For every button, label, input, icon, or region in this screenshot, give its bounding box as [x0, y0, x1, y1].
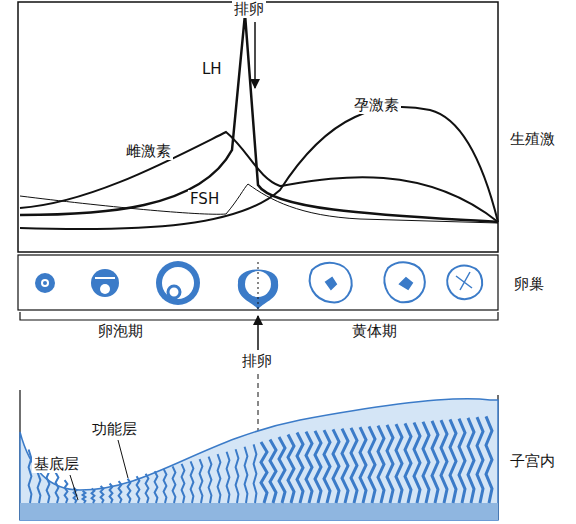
gland-stroke: [315, 431, 321, 503]
ovary-strip: [18, 255, 498, 310]
gland-stroke: [83, 491, 86, 503]
gland-stroke: [155, 471, 158, 503]
ovulation-label: 排卵: [232, 0, 266, 18]
gland-stroke: [261, 442, 267, 503]
hormone-label: 孕激素: [352, 96, 401, 114]
lh-curve: [20, 14, 498, 222]
estrogen-curve: [20, 132, 498, 222]
ovary-dotted-line: [258, 262, 259, 310]
gland-stroke: [270, 439, 276, 503]
row-label: 卵巢: [512, 275, 546, 293]
progesterone-curve: [20, 107, 498, 229]
ovulation-arrow: [254, 22, 256, 88]
gland-stroke: [191, 461, 194, 503]
gland-stroke: [423, 422, 429, 503]
ovulation-up-arrow: [257, 316, 259, 350]
basal-layer: [20, 503, 498, 520]
follicles: [35, 261, 278, 310]
gland-stroke: [297, 432, 303, 503]
gland-stroke: [405, 423, 411, 503]
hormone-label: FSH: [188, 190, 221, 208]
gland-stroke: [468, 418, 474, 503]
gland-stroke: [432, 421, 438, 503]
gland-stroke: [218, 454, 221, 503]
row-label: 子宫内: [508, 452, 557, 470]
gland-stroke: [288, 435, 294, 503]
gland-stroke: [137, 476, 140, 503]
fsh-curve: [20, 184, 498, 223]
gland-stroke: [128, 479, 131, 503]
ovulation-label: 排卵: [240, 352, 274, 370]
phase-bracket: [20, 312, 498, 320]
hormone-label: 雌激素: [124, 142, 173, 160]
gland-stroke: [342, 429, 348, 503]
gland-stroke: [182, 464, 185, 503]
gland-stroke: [279, 437, 285, 503]
gland-stroke: [200, 459, 203, 503]
gland-stroke: [236, 449, 239, 503]
gland-stroke: [209, 457, 212, 503]
gland-stroke: [450, 419, 456, 503]
gland-stroke: [441, 420, 447, 503]
gland-stroke: [110, 484, 113, 503]
gland-stroke: [369, 426, 375, 503]
gland-stroke: [486, 416, 492, 503]
uterine-glands: [29, 416, 492, 503]
leader-line: [70, 475, 78, 500]
gland-stroke: [396, 424, 402, 503]
gland-stroke: [477, 417, 483, 503]
leader-line: [118, 440, 128, 478]
gland-stroke: [164, 469, 167, 503]
gland-stroke: [414, 423, 420, 503]
gland-stroke: [360, 427, 366, 503]
gland-stroke: [351, 428, 357, 503]
hormone-panel: [18, 2, 498, 252]
gland-stroke: [173, 466, 176, 503]
gland-stroke: [254, 444, 257, 503]
hormone-label: LH: [200, 60, 224, 78]
gland-stroke: [92, 488, 95, 503]
gland-stroke: [459, 419, 465, 503]
gland-stroke: [324, 430, 330, 503]
gland-stroke: [378, 426, 384, 503]
gland-stroke: [333, 429, 339, 503]
row-label: 生殖激: [508, 130, 557, 148]
gland-stroke: [227, 452, 230, 503]
gland-stroke: [65, 480, 68, 503]
gland-stroke: [119, 481, 122, 503]
gland-stroke: [56, 472, 59, 503]
gland-stroke: [101, 486, 104, 503]
uterus-frame: [20, 390, 498, 520]
phase-label: 卵泡期: [96, 322, 145, 340]
layer-label: 基底层: [32, 455, 81, 473]
corpus-luteum: [310, 262, 482, 302]
functional-layer: [20, 399, 498, 520]
gland-stroke: [306, 432, 312, 503]
phase-label: 黄体期: [350, 322, 399, 340]
gland-stroke: [387, 425, 393, 503]
layer-label: 功能层: [90, 420, 139, 438]
gland-stroke: [29, 449, 32, 503]
gland-stroke: [146, 474, 149, 503]
gland-stroke: [245, 447, 248, 503]
